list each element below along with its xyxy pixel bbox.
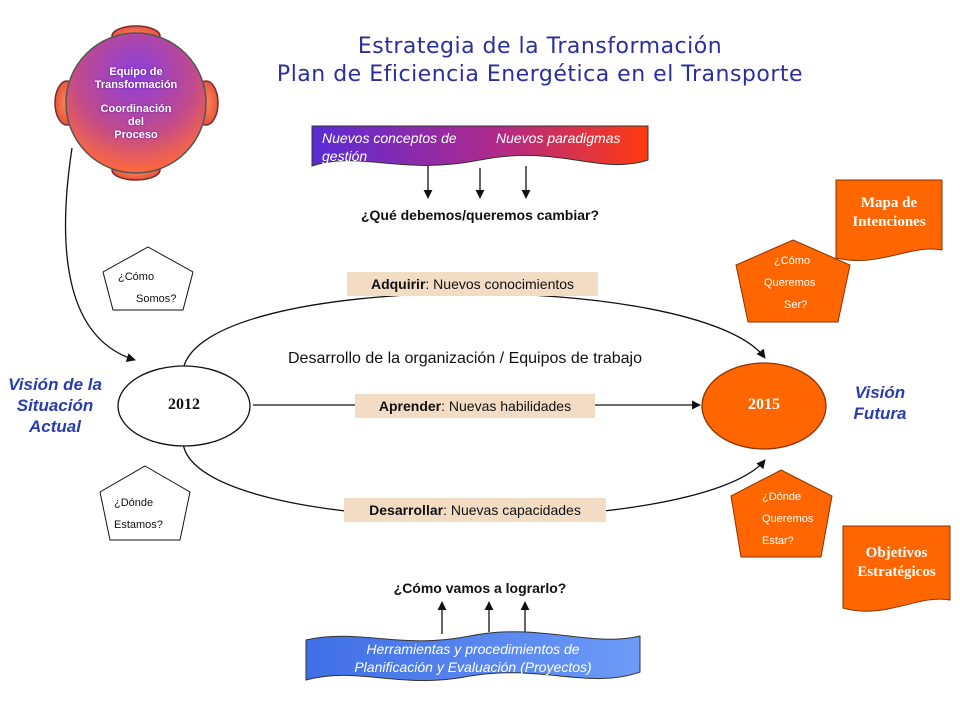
- learn-rest: : Nuevas habilidades: [441, 398, 572, 414]
- learn-label: Aprender: Nuevas habilidades: [355, 394, 595, 418]
- q-how-are-we-shape: [102, 246, 194, 311]
- doc-intentions-shape: [835, 179, 943, 261]
- doc-objectives-line-2: Estratégicos: [857, 564, 936, 580]
- q-where-are-we-shape: [99, 465, 191, 541]
- bottom-banner-text: Herramientas y procedimientos de Planifi…: [310, 640, 636, 676]
- doc-intentions-line-2: Intenciones: [852, 214, 926, 230]
- q-where-are-we: ¿Dónde Estamos?: [114, 492, 194, 536]
- q-how-want-be-shape: [735, 239, 851, 323]
- q-where-want-be: ¿Dónde Queremos Estar?: [762, 486, 842, 552]
- q-where-are-we-line-1: ¿Dónde: [114, 497, 154, 509]
- vision-current-line-2: Situación: [16, 396, 94, 415]
- center-caption: Desarrollo de la organización / Equipos …: [288, 350, 642, 367]
- q-where-want-be-line-2: Queremos: [762, 513, 814, 525]
- top-banner-left-text: Nuevos conceptos de gestión: [322, 130, 457, 164]
- q-where-want-be-line-3: Estar?: [762, 535, 794, 547]
- q-how-want-be: ¿Cómo Queremos Ser?: [764, 250, 849, 316]
- title-line-2: Plan de Eficiencia Energética en el Tran…: [276, 62, 804, 87]
- start-ellipse: [117, 365, 251, 447]
- acquire-label: Adquirir: Nuevos conocimientos: [347, 272, 598, 296]
- question-change: ¿Qué debemos/queremos cambiar?: [360, 207, 600, 223]
- q-how-want-be-line-1: ¿Cómo: [774, 255, 811, 267]
- acquire-rest: : Nuevos conocimientos: [425, 276, 575, 292]
- q-where-want-be-line-1: ¿Dónde: [762, 491, 802, 503]
- q-how-are-we-line-1: ¿Cómo: [118, 271, 155, 283]
- team-badge: [54, 25, 219, 181]
- question-achieve: ¿Cómo vamos a lograrlo?: [393, 580, 567, 596]
- doc-intentions-line-1: Mapa de: [860, 195, 918, 211]
- vision-current-line-3: Actual: [29, 417, 81, 436]
- acquire-key: Adquirir: [370, 276, 426, 292]
- team-line-3: Coordinación: [100, 103, 172, 115]
- team-line-2: Transformación: [94, 79, 178, 91]
- develop-label: Desarrollar: Nuevas capacidades: [344, 498, 606, 522]
- doc-objectives-text: Objetivos Estratégicos: [843, 544, 950, 582]
- team-line-4: del: [128, 116, 144, 128]
- q-how-are-we: ¿Cómo Somos?: [118, 266, 193, 310]
- doc-objectives-shape: [842, 525, 951, 612]
- q-where-want-be-shape: [730, 469, 833, 558]
- develop-key: Desarrollar: [369, 502, 444, 518]
- top-banner-shape: [311, 125, 649, 167]
- team-badge-text: Equipo de Transformación Coordinación de…: [76, 66, 196, 142]
- vision-future: Visión Futura: [840, 382, 920, 424]
- start-year: 2012: [168, 396, 200, 413]
- q-where-are-we-line-2: Estamos?: [114, 519, 163, 531]
- bottom-banner-line-2: Planificación y Evaluación (Proyectos): [354, 659, 592, 675]
- team-to-2012-arrow: [64, 147, 136, 362]
- title-line-1: Estrategia de la Transformación: [357, 34, 723, 59]
- end-ellipse: [701, 362, 827, 450]
- develop-rest: : Nuevas capacidades: [443, 502, 581, 518]
- q-how-are-we-line-2: Somos?: [136, 293, 177, 305]
- doc-objectives-line-1: Objetivos: [865, 545, 928, 561]
- bottom-banner-line-1: Herramientas y procedimientos de: [366, 641, 580, 657]
- q-how-want-be-line-2: Queremos: [764, 277, 816, 289]
- end-year: 2015: [748, 396, 780, 413]
- team-line-1: Equipo de: [109, 66, 163, 78]
- learn-key: Aprender: [378, 398, 442, 414]
- vision-current-line-1: Visión de la: [8, 375, 102, 394]
- vision-future-line-1: Visión: [854, 383, 906, 402]
- team-line-5: Proceso: [114, 129, 158, 141]
- q-how-want-be-line-3: Ser?: [784, 299, 808, 311]
- vision-current: Visión de la Situación Actual: [5, 374, 105, 437]
- bottom-banner-shape: [305, 631, 641, 682]
- top-banner-right-text: Nuevos paradigmas: [496, 130, 621, 146]
- team-circle: [65, 32, 207, 174]
- vision-future-line-2: Futura: [853, 404, 907, 423]
- doc-intentions-text: Mapa de Intenciones: [836, 194, 942, 232]
